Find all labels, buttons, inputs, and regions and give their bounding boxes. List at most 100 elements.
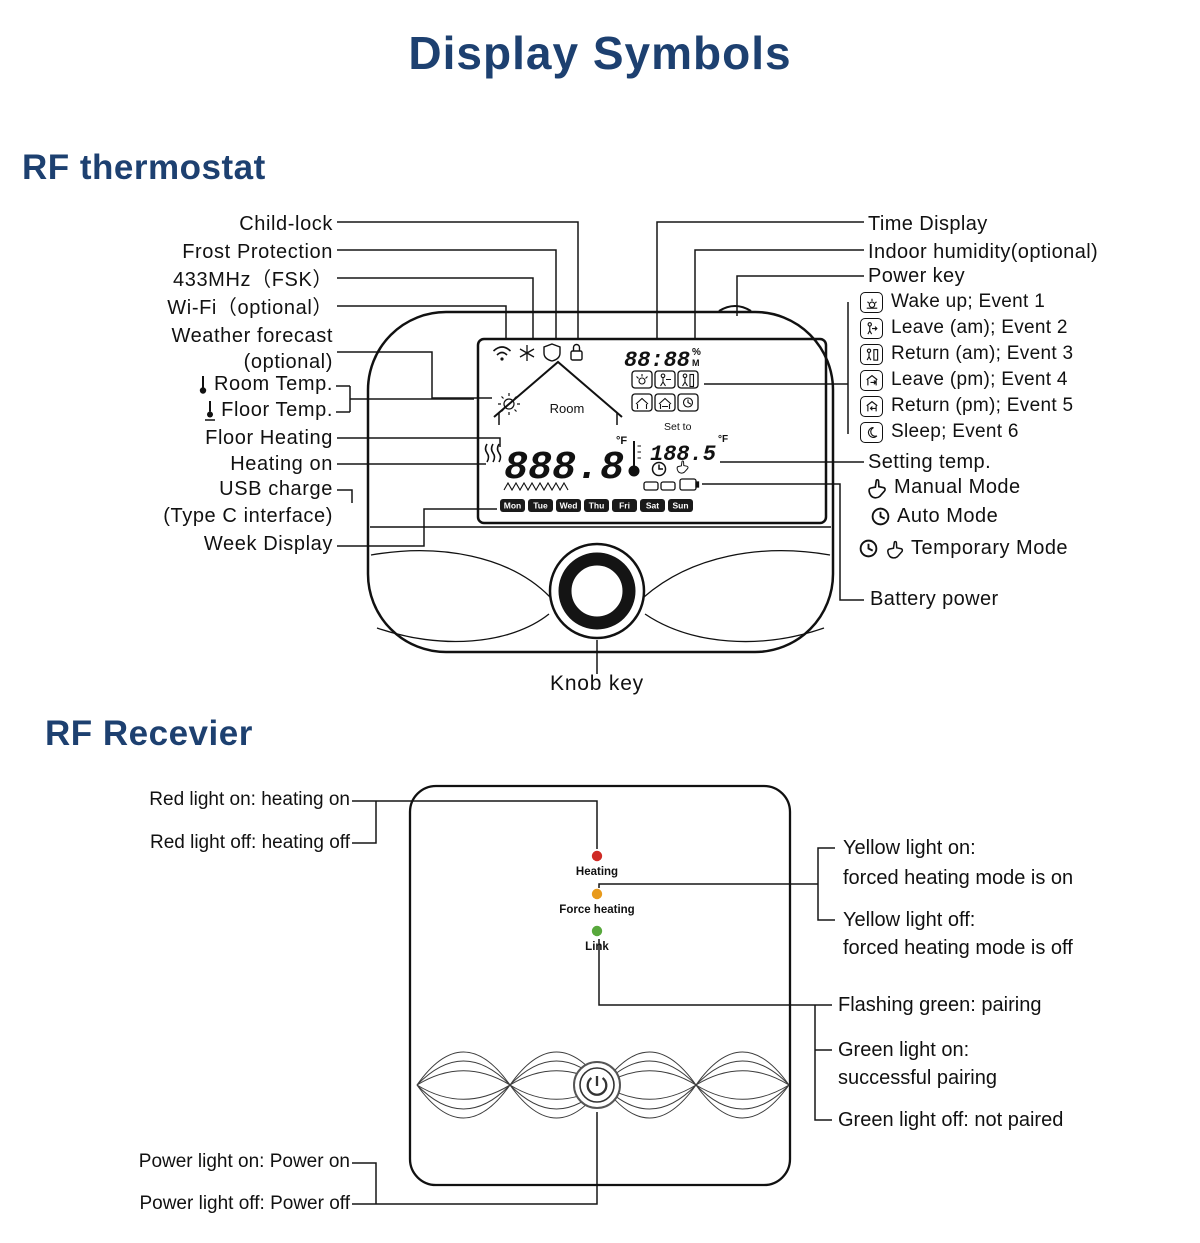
label-yellow-off-desc: forced heating mode is off — [843, 937, 1073, 959]
day-label: Wed — [560, 501, 578, 511]
power-key-notch — [718, 305, 752, 312]
label-manual-mode: Manual Mode — [866, 476, 1021, 499]
day-label: Thu — [589, 501, 605, 511]
heating-on-icon — [484, 443, 502, 463]
wake-up-icon — [860, 291, 883, 313]
receiver-device: Heating Force heating Link — [408, 784, 792, 1187]
time-display: 88:88 — [624, 348, 690, 373]
label-433mhz: 433MHz（FSK） — [173, 269, 333, 291]
label-green-on: Green light on: — [838, 1039, 970, 1061]
leave-pm-icon — [860, 369, 883, 391]
label-red-light-off: Red light off: heating off — [149, 832, 350, 853]
sun-icon — [498, 393, 520, 415]
section-heading-thermostat: RF thermostat — [22, 148, 266, 187]
label-floor-heating: Floor Heating — [205, 427, 333, 449]
auto-mode-icon — [651, 461, 667, 477]
event-label: Wake up; Event 1 — [891, 291, 1046, 312]
display-screen — [476, 337, 828, 525]
lock-icon — [570, 343, 583, 361]
label-green-off: Green light off: not paired — [838, 1109, 1064, 1131]
event-label: Return (am); Event 3 — [891, 343, 1074, 364]
label-wifi: Wi-Fi（optional） — [167, 297, 333, 319]
event-label: Sleep; Event 6 — [891, 421, 1019, 442]
event-row-wake-up: Wake up; Event 1 — [860, 291, 1045, 313]
event-label: Leave (pm); Event 4 — [891, 369, 1068, 390]
return-pm-icon — [860, 395, 883, 417]
status-leds: Heating Force heating Link — [559, 850, 635, 953]
label-yellow-on-desc: forced heating mode is on — [843, 867, 1074, 889]
event-label: Leave (am); Event 2 — [891, 317, 1068, 338]
label-yellow-on: Yellow light on: — [843, 837, 976, 859]
week-days: Mon Tue Wed Thu Fri Sat Sun — [500, 499, 693, 512]
label-battery-power: Battery power — [870, 588, 999, 610]
label-week-display: Week Display — [203, 533, 333, 555]
frost-protection-icon — [519, 345, 535, 361]
house-icon — [493, 360, 623, 425]
label-power-light-off: Power light off: Power off — [139, 1193, 350, 1214]
fsk-icon: M — [692, 358, 700, 368]
hand-icon — [887, 540, 904, 559]
temp-unit: °F — [616, 435, 627, 447]
shield-icon — [543, 343, 561, 362]
event-row-leave-pm: Leave (pm); Event 4 — [860, 369, 1068, 391]
room-temp-display: 888.8 — [504, 446, 624, 491]
humidity-icon: % — [692, 347, 701, 358]
page-title: Display Symbols — [408, 27, 792, 79]
room-temp-thermometer-icon — [199, 376, 207, 394]
label-weather-forecast: Weather forecast — [171, 325, 333, 347]
battery-icon — [643, 478, 700, 491]
label-setting-temp: Setting temp. — [868, 451, 992, 473]
day-label: Sat — [646, 501, 659, 511]
clock-icon — [871, 507, 890, 526]
heating-led-label: Heating — [576, 866, 618, 878]
set-temp-unit: °F — [718, 434, 728, 445]
day-label: Fri — [619, 501, 630, 511]
force-heating-led — [591, 888, 603, 900]
label-auto-mode: Auto Mode — [870, 505, 998, 528]
force-heating-led-label: Force heating — [559, 904, 634, 916]
event-row-return-am: Return (am); Event 3 — [860, 343, 1073, 365]
label-red-light-on: Red light on: heating on — [149, 789, 350, 810]
label-green-on-desc: successful pairing — [838, 1067, 997, 1089]
temporary-mode-text: Temporary Mode — [911, 537, 1069, 559]
event-row-return-pm: Return (pm); Event 5 — [860, 395, 1073, 417]
thermometer-icon — [628, 441, 641, 477]
day-label: Sun — [672, 501, 688, 511]
hand-icon — [868, 478, 886, 499]
label-time-display: Time Display — [868, 213, 988, 235]
label-floor-temp: Floor Temp. — [20, 398, 333, 422]
clock-icon — [859, 539, 878, 558]
label-power-light-on: Power light on: Power on — [138, 1151, 350, 1172]
label-yellow-off: Yellow light off: — [843, 909, 976, 931]
label-power-key: Power key — [868, 265, 965, 287]
label-room-temp: Room Temp. — [20, 372, 333, 396]
event-row-sleep: Sleep; Event 6 — [860, 421, 1019, 443]
label-child-lock: Child-lock — [239, 213, 333, 235]
label-frost-protection: Frost Protection — [182, 241, 333, 263]
event-row-leave-am: Leave (am); Event 2 — [860, 317, 1068, 339]
label-heating-on: Heating on — [230, 453, 333, 475]
room-label: Room — [550, 401, 585, 416]
link-led — [591, 925, 603, 937]
label-indoor-humidity: Indoor humidity(optional) — [868, 241, 1099, 263]
auto-mode-text: Auto Mode — [897, 505, 999, 527]
set-to-label: Set to — [664, 421, 692, 433]
floor-heating-icon — [503, 481, 569, 492]
wifi-icon — [492, 346, 512, 361]
thermostat-device: 88:88 % M — [366, 305, 835, 654]
label-temporary-mode: Temporary Mode — [858, 537, 1068, 560]
event-label: Return (pm); Event 5 — [891, 395, 1074, 416]
callout-lines — [336, 221, 864, 1205]
link-led-label: Link — [585, 941, 609, 953]
display-event-icons — [631, 370, 699, 412]
power-icon — [586, 1076, 608, 1096]
day-label: Tue — [533, 501, 548, 511]
day-label: Mon — [504, 501, 521, 511]
power-button — [573, 1061, 621, 1109]
floor-temp-text: Floor Temp. — [221, 399, 333, 421]
sleep-icon — [860, 421, 883, 443]
manual-mode-icon — [676, 460, 689, 474]
label-flashing-green: Flashing green: pairing — [838, 994, 1042, 1016]
